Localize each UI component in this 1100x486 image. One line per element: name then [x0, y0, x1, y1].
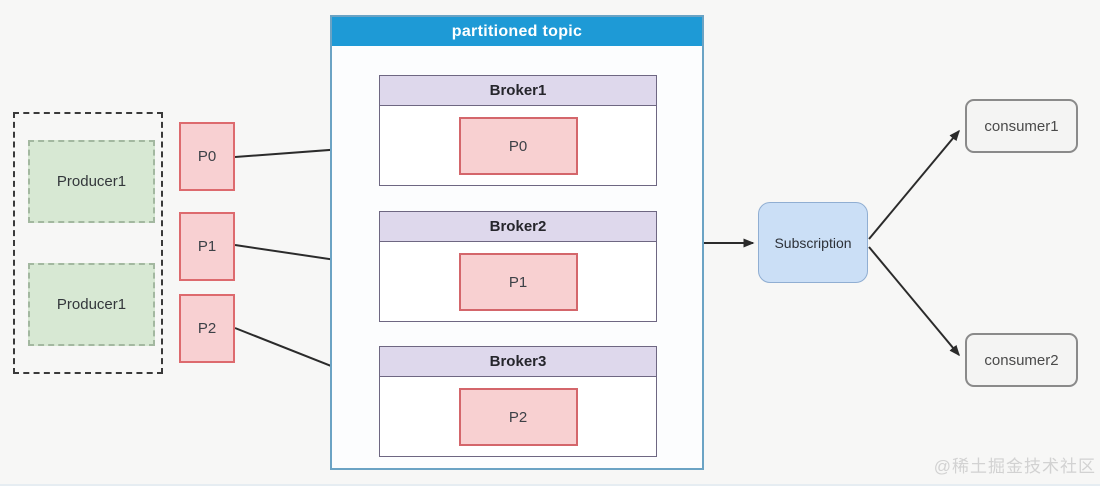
- broker3-node: Broker3 P2: [379, 346, 657, 457]
- partition-p2-label: P2: [197, 320, 217, 337]
- partition-p1-label: P1: [197, 238, 217, 255]
- partition-node-p0: P0: [179, 122, 235, 191]
- broker3-body: P2: [380, 377, 656, 457]
- broker2-node: Broker2 P1: [379, 211, 657, 322]
- producer-node-1: Producer1: [28, 140, 155, 223]
- producer-node-2: Producer1: [28, 263, 155, 346]
- broker2-body: P1: [380, 242, 656, 322]
- producer-group-container: Producer1 Producer1: [13, 112, 163, 374]
- arrow-subscription-to-consumer1: [868, 129, 960, 240]
- partitioned-topic-header: partitioned topic: [332, 17, 702, 46]
- broker1-node: Broker1 P0: [379, 75, 657, 186]
- partition-node-p1: P1: [179, 212, 235, 281]
- broker1-partition-p0: P0: [458, 117, 578, 175]
- watermark: @稀土掘金技术社区: [933, 457, 1096, 476]
- consumer2-node: consumer2: [965, 333, 1078, 387]
- broker3-partition-p2: P2: [458, 388, 578, 446]
- arrow-subscription-to-consumer2: [868, 246, 960, 357]
- broker2-title: Broker2: [380, 212, 656, 242]
- broker3-title: Broker3: [380, 347, 656, 377]
- consumer1-label: consumer1: [984, 117, 1059, 135]
- partition-node-p2: P2: [179, 294, 235, 363]
- bottom-edge-line: [0, 484, 1100, 486]
- consumer2-label: consumer2: [984, 351, 1059, 369]
- broker1-body: P0: [380, 106, 656, 186]
- subscription-label: Subscription: [774, 234, 852, 251]
- broker1-title: Broker1: [380, 76, 656, 106]
- producer-2-label: Producer1: [56, 296, 127, 313]
- consumer1-node: consumer1: [965, 99, 1078, 153]
- subscription-node: Subscription: [758, 202, 868, 283]
- producer-1-label: Producer1: [56, 173, 127, 190]
- partition-p0-label: P0: [197, 148, 217, 165]
- broker2-partition-p1: P1: [458, 253, 578, 311]
- partitioned-topic-container: partitioned topic Broker1 P0 Broker2 P1 …: [330, 15, 704, 470]
